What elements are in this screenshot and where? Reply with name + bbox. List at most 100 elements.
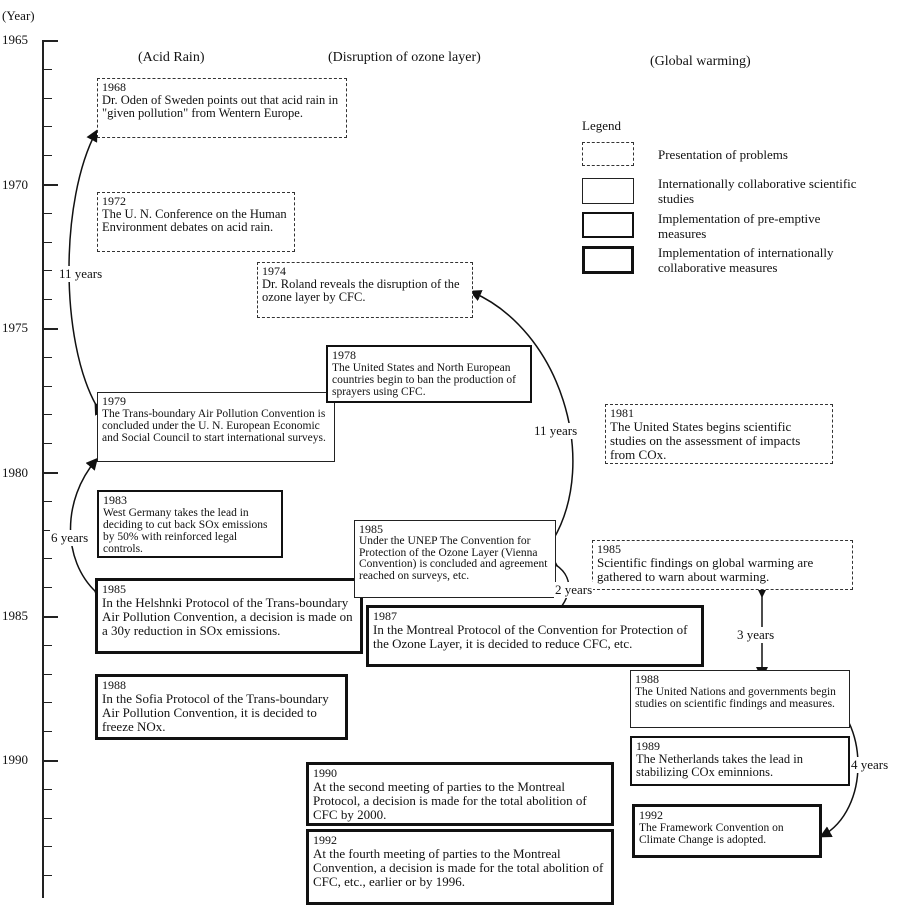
axis-minor-tick (44, 357, 52, 358)
event-text: In the Sofia Protocol of the Trans-bound… (102, 691, 329, 734)
axis-major-tick (42, 472, 58, 474)
event-warm-1985: 1985 Scientific findings on global warmi… (592, 540, 853, 590)
year-label-1990: 1990 (2, 752, 28, 767)
event-text: The U. N. Conference on the Human Enviro… (102, 207, 287, 234)
arrow-ozone-11-years (469, 290, 574, 551)
axis-minor-tick (44, 587, 52, 588)
axis-major-tick (42, 40, 58, 42)
event-text: At the second meeting of parties to the … (313, 779, 587, 822)
year-label-1965: 1965 (2, 32, 28, 47)
event-warm-1988: 1988 The United Nations and governments … (630, 670, 850, 728)
event-text: Under the UNEP The Convention for Protec… (359, 535, 548, 582)
axis-minor-tick (44, 213, 52, 214)
legend-swatch-international (582, 246, 634, 274)
event-ozone-1978: 1978 The United States and North Europea… (326, 345, 532, 403)
axis-minor-tick (44, 818, 52, 819)
legend-swatch-preemptive (582, 212, 634, 238)
event-year: 1985 (102, 582, 126, 596)
gap-label-acid-11-years: 11 years (58, 266, 104, 282)
event-ozone-1990: 1990 At the second meeting of parties to… (306, 762, 614, 826)
event-warm-1989: 1989 The Netherlands takes the lead in s… (630, 736, 850, 786)
event-acid-1983: 1983 West Germany takes the lead in deci… (97, 490, 283, 558)
event-year: 1978 (332, 348, 356, 362)
event-year: 1988 (635, 672, 659, 686)
event-ozone-1974: 1974 Dr. Roland reveals the disruption o… (257, 262, 473, 318)
axis-minor-tick (44, 875, 52, 876)
arrow-acid-6-years (69, 457, 107, 603)
event-text: The Trans-boundary Air Pollution Convent… (102, 408, 326, 444)
event-text: In the Montreal Protocol of the Conventi… (373, 622, 688, 651)
axis-minor-tick (44, 731, 52, 732)
axis-minor-tick (44, 846, 52, 847)
axis-minor-tick (44, 530, 52, 531)
axis-minor-tick (44, 443, 52, 444)
column-header-acid-rain: (Acid Rain) (138, 50, 205, 65)
event-text: The United States and North European cou… (332, 362, 516, 398)
legend-swatch-problems (582, 142, 634, 166)
event-year: 1985 (597, 542, 621, 556)
axis-minor-tick (44, 645, 52, 646)
axis-minor-tick (44, 501, 52, 502)
event-year: 1987 (373, 609, 397, 623)
event-acid-1979: 1979 The Trans-boundary Air Pollution Co… (97, 392, 335, 462)
event-year: 1988 (102, 678, 126, 692)
gap-label-acid-6-years: 6 years (50, 530, 90, 546)
axis-minor-tick (44, 674, 52, 675)
event-ozone-1992: 1992 At the fourth meeting of parties to… (306, 829, 614, 905)
event-acid-1972: 1972 The U. N. Conference on the Human E… (97, 192, 295, 252)
axis-minor-tick (44, 69, 52, 70)
event-year: 1979 (102, 394, 126, 408)
column-header-warming: (Global warming) (650, 54, 751, 69)
year-label-1980: 1980 (2, 465, 28, 480)
event-text: Dr. Oden of Sweden points out that acid … (102, 93, 339, 120)
event-year: 1974 (262, 264, 286, 278)
axis-minor-tick (44, 98, 52, 99)
event-warm-1981: 1981 The United States begins scientific… (605, 404, 833, 464)
event-text: The Framework Convention on Climate Chan… (639, 822, 784, 846)
event-text: The United States begins scientific stud… (610, 419, 801, 462)
gap-label-warm-3-years: 3 years (736, 627, 776, 643)
legend-label-preemptive: Implementation of pre-emptive measures (658, 211, 821, 241)
event-year: 1981 (610, 406, 634, 420)
column-header-ozone: (Disruption of ozone layer) (328, 50, 481, 65)
legend-swatch-scientific (582, 178, 634, 204)
axis-major-tick (42, 328, 58, 330)
axis-minor-tick (44, 242, 52, 243)
event-text: In the Helshnki Protocol of the Trans-bo… (102, 595, 353, 638)
legend-label-international: Implementation of internationally collab… (658, 245, 834, 275)
event-year: 1990 (313, 766, 337, 780)
axis-minor-tick (44, 789, 52, 790)
event-warm-1992: 1992 The Framework Convention on Climate… (632, 804, 822, 858)
axis-minor-tick (44, 270, 52, 271)
time-axis (42, 40, 44, 898)
gap-label-warm-4-years: 4 years (850, 757, 890, 773)
legend-label-scientific: Internationally collaborative scientific… (658, 176, 857, 206)
event-text: Scientific findings on global warming ar… (597, 555, 814, 584)
axis-minor-tick (44, 558, 52, 559)
gap-label-ozone-11-years: 11 years (533, 423, 579, 439)
event-year: 1968 (102, 80, 126, 94)
gap-label-ozone-2-years: 2 years (554, 582, 594, 598)
event-year: 1983 (103, 493, 127, 507)
year-label-1985: 1985 (2, 608, 28, 623)
year-label-1975: 1975 (2, 320, 28, 335)
event-text: Dr. Roland reveals the disruption of the… (262, 277, 460, 304)
event-year: 1972 (102, 194, 126, 208)
axis-minor-tick (44, 299, 52, 300)
event-acid-1985: 1985 In the Helshnki Protocol of the Tra… (95, 578, 363, 654)
event-year: 1992 (313, 833, 337, 847)
event-ozone-1987: 1987 In the Montreal Protocol of the Con… (366, 605, 704, 667)
event-year: 1989 (636, 739, 660, 753)
event-year: 1992 (639, 808, 663, 822)
event-text: At the fourth meeting of parties to the … (313, 846, 604, 889)
axis-minor-tick (44, 386, 52, 387)
axis-minor-tick (44, 414, 52, 415)
event-text: West Germany takes the lead in deciding … (103, 507, 268, 555)
event-text: The United Nations and governments begin… (635, 686, 836, 710)
axis-unit-label: (Year) (2, 8, 35, 23)
event-acid-1968: 1968 Dr. Oden of Sweden points out that … (97, 78, 347, 138)
axis-minor-tick (44, 155, 52, 156)
legend-label-problems: Presentation of problems (658, 147, 788, 162)
axis-minor-tick (44, 126, 52, 127)
event-acid-1988: 1988 In the Sofia Protocol of the Trans-… (95, 674, 348, 740)
